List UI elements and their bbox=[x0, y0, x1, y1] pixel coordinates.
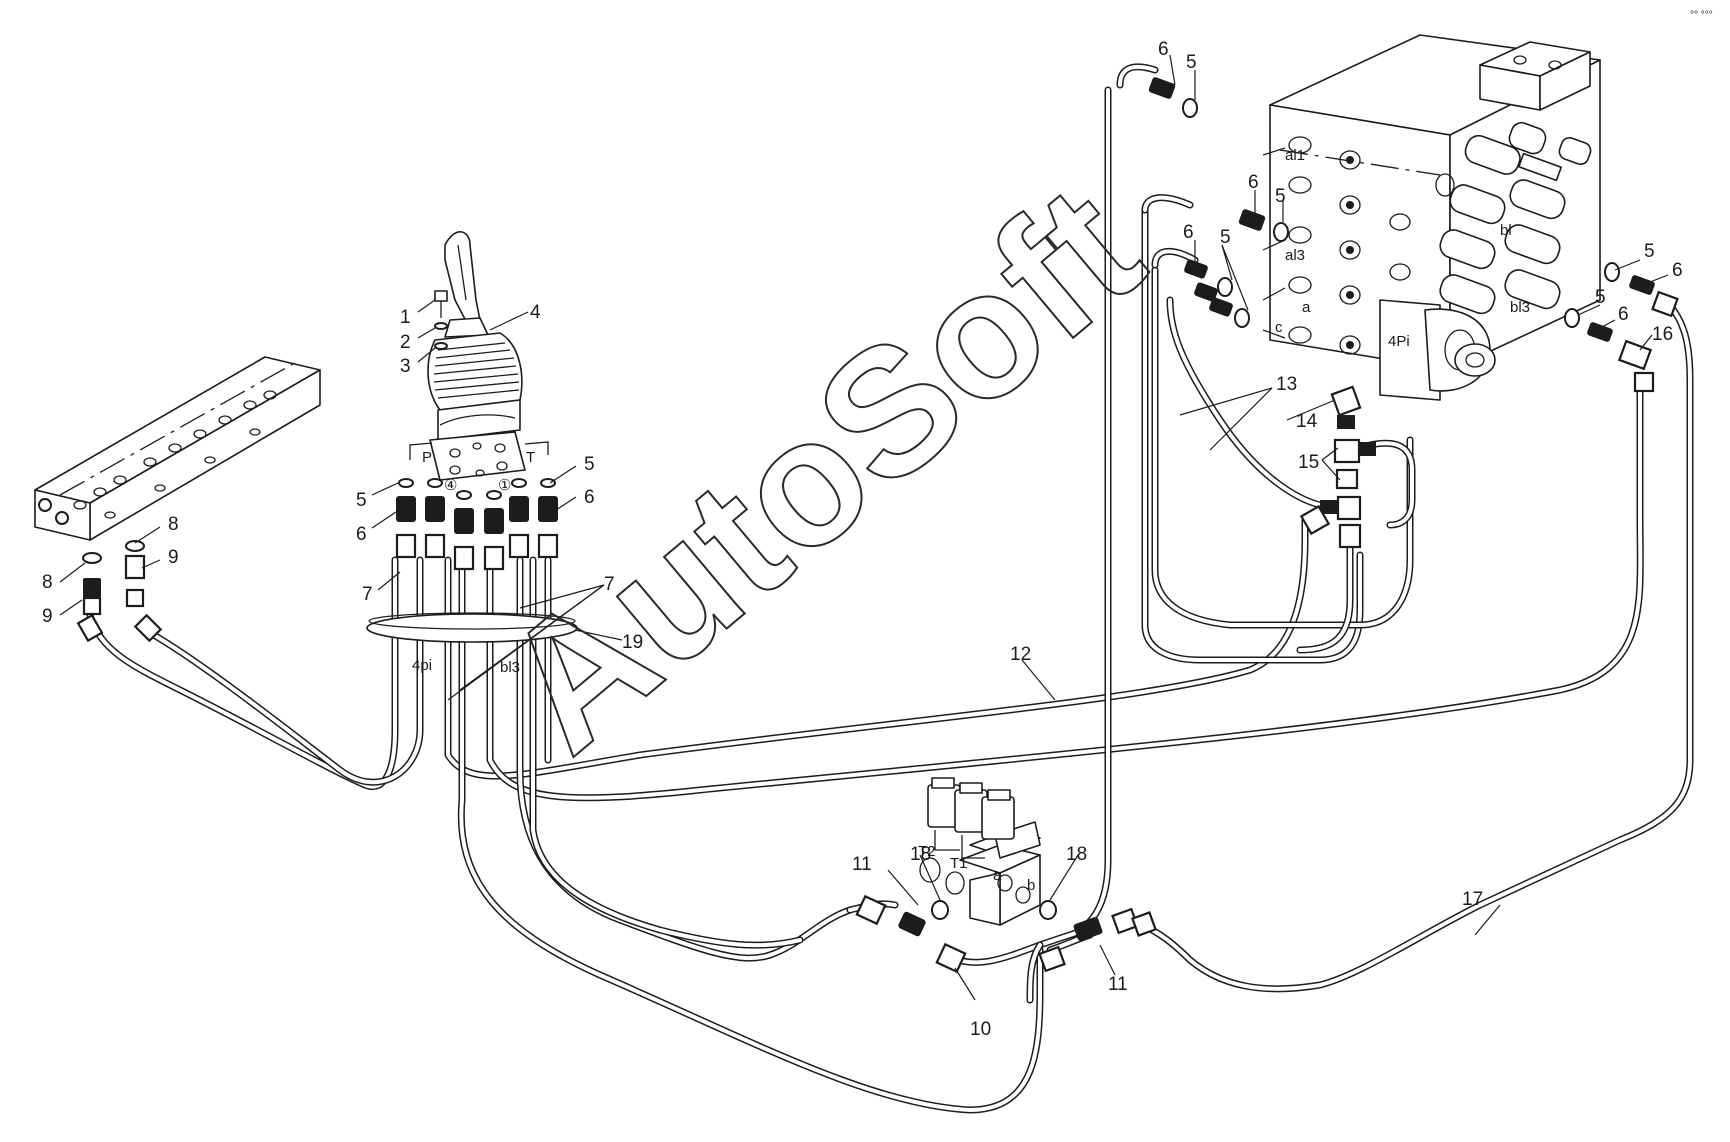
tee-fitting bbox=[1299, 385, 1376, 549]
pilot-flange bbox=[1379, 299, 1496, 401]
label-10: 10 bbox=[970, 1019, 991, 1040]
valve-top-module bbox=[1479, 41, 1591, 111]
leader-lines bbox=[59, 54, 1669, 1001]
port-t2: T2 bbox=[918, 843, 936, 860]
label-18-left: 18 bbox=[910, 844, 931, 865]
washer-2 bbox=[434, 322, 448, 330]
port-a-solenoid: a bbox=[993, 867, 1002, 884]
hose-valve-left bbox=[1076, 63, 1414, 934]
label-5-right-low: 5 bbox=[1595, 287, 1606, 308]
label-5-joystick-right: 5 bbox=[584, 454, 595, 475]
port-t-joystick: T bbox=[526, 449, 535, 466]
label-2: 2 bbox=[400, 332, 411, 353]
label-11-left: 11 bbox=[852, 854, 872, 875]
label-6-top: 6 bbox=[1158, 39, 1169, 60]
label-11-right: 11 bbox=[1108, 974, 1128, 995]
port-labels: al1 al3 a c bl bl3 4Pi 4pi bl3 T1 T2 a b… bbox=[412, 147, 1530, 894]
port-al1: al1 bbox=[1285, 147, 1305, 164]
port-4-joystick: ④ bbox=[444, 477, 457, 494]
label-6-lower: 6 bbox=[1183, 222, 1194, 243]
label-8-left: 8 bbox=[42, 572, 53, 593]
joystick-assembly bbox=[366, 231, 578, 643]
control-valve-block bbox=[1269, 34, 1601, 401]
valve-ports bbox=[1288, 136, 1411, 355]
label-5-right-top: 5 bbox=[1644, 241, 1655, 262]
label-6-mid: 6 bbox=[1248, 172, 1259, 193]
solenoid-coils bbox=[927, 777, 1015, 859]
valve-spools bbox=[1435, 121, 1592, 315]
port-c: c bbox=[1275, 319, 1283, 336]
label-7-left: 7 bbox=[362, 584, 373, 605]
manifold-port-1 bbox=[38, 498, 52, 512]
port-p-joystick: P bbox=[422, 449, 432, 466]
corner-mark: °° °°° bbox=[1690, 10, 1713, 21]
port-4pi-valve: 4Pi bbox=[1388, 333, 1410, 350]
joystick-fittings-row bbox=[395, 478, 559, 571]
label-19: 19 bbox=[622, 632, 643, 653]
port-a: a bbox=[1302, 299, 1311, 316]
port-al3: al3 bbox=[1285, 247, 1305, 264]
label-5-mid: 5 bbox=[1275, 186, 1286, 207]
joystick-base bbox=[429, 399, 526, 481]
label-5-top: 5 bbox=[1186, 52, 1197, 73]
label-6-right-low: 6 bbox=[1618, 304, 1629, 325]
hose-tee-right bbox=[1296, 439, 1416, 654]
label-1: 1 bbox=[400, 307, 411, 328]
label-13: 13 bbox=[1276, 374, 1297, 395]
distribution-manifold bbox=[34, 356, 321, 541]
part-number-labels: 1 2 3 4 5 6 5 6 7 7 19 8 9 8 9 12 13 14 … bbox=[42, 39, 1683, 1040]
label-7-right: 7 bbox=[604, 574, 615, 595]
hose-10 bbox=[846, 900, 1094, 1004]
hose-manifold-inner bbox=[141, 556, 424, 786]
label-14: 14 bbox=[1296, 411, 1318, 432]
joystick-screw bbox=[434, 290, 448, 318]
port-b-solenoid: b bbox=[1027, 877, 1035, 894]
label-5-lower: 5 bbox=[1220, 227, 1231, 248]
label-8-right: 8 bbox=[168, 514, 179, 535]
port-1-joystick: ① bbox=[498, 477, 511, 494]
hose-17 bbox=[1121, 296, 1694, 993]
port-bl3: bl3 bbox=[1510, 299, 1530, 316]
hose-joystick-bundle bbox=[444, 386, 1644, 1114]
label-5-joystick-left: 5 bbox=[356, 490, 367, 511]
seal-ring-18-right bbox=[1039, 900, 1057, 920]
label-18-right: 18 bbox=[1066, 844, 1087, 865]
label-9-right: 9 bbox=[168, 547, 179, 568]
label-12: 12 bbox=[1010, 644, 1031, 665]
hose-group bbox=[86, 63, 1694, 1114]
label-16: 16 bbox=[1652, 324, 1673, 345]
solenoid-valve-block bbox=[919, 777, 1057, 926]
seal-ring-18-left bbox=[931, 900, 949, 920]
label-6-joystick-right: 6 bbox=[584, 487, 595, 508]
port-t1: T1 bbox=[950, 855, 968, 872]
label-17: 17 bbox=[1462, 889, 1483, 910]
washer-3 bbox=[434, 342, 448, 350]
bottom-fittings bbox=[855, 894, 1157, 974]
manifold-port-2 bbox=[55, 511, 69, 525]
manifold-holes bbox=[73, 390, 277, 519]
valve-fittings bbox=[1148, 77, 1679, 549]
label-6-joystick-left: 6 bbox=[356, 524, 367, 545]
hose-clamp-band bbox=[366, 612, 578, 643]
label-6-right-top: 6 bbox=[1672, 260, 1683, 281]
port-bl: bl bbox=[1500, 222, 1512, 239]
manifold-fittings bbox=[76, 540, 163, 643]
port-bl3-hose: bl3 bbox=[500, 659, 520, 676]
port-4pi-hose: 4pi bbox=[412, 657, 432, 674]
label-9-left: 9 bbox=[42, 606, 53, 627]
label-3: 3 bbox=[400, 356, 411, 377]
label-15: 15 bbox=[1298, 452, 1319, 473]
label-4: 4 bbox=[530, 302, 541, 323]
